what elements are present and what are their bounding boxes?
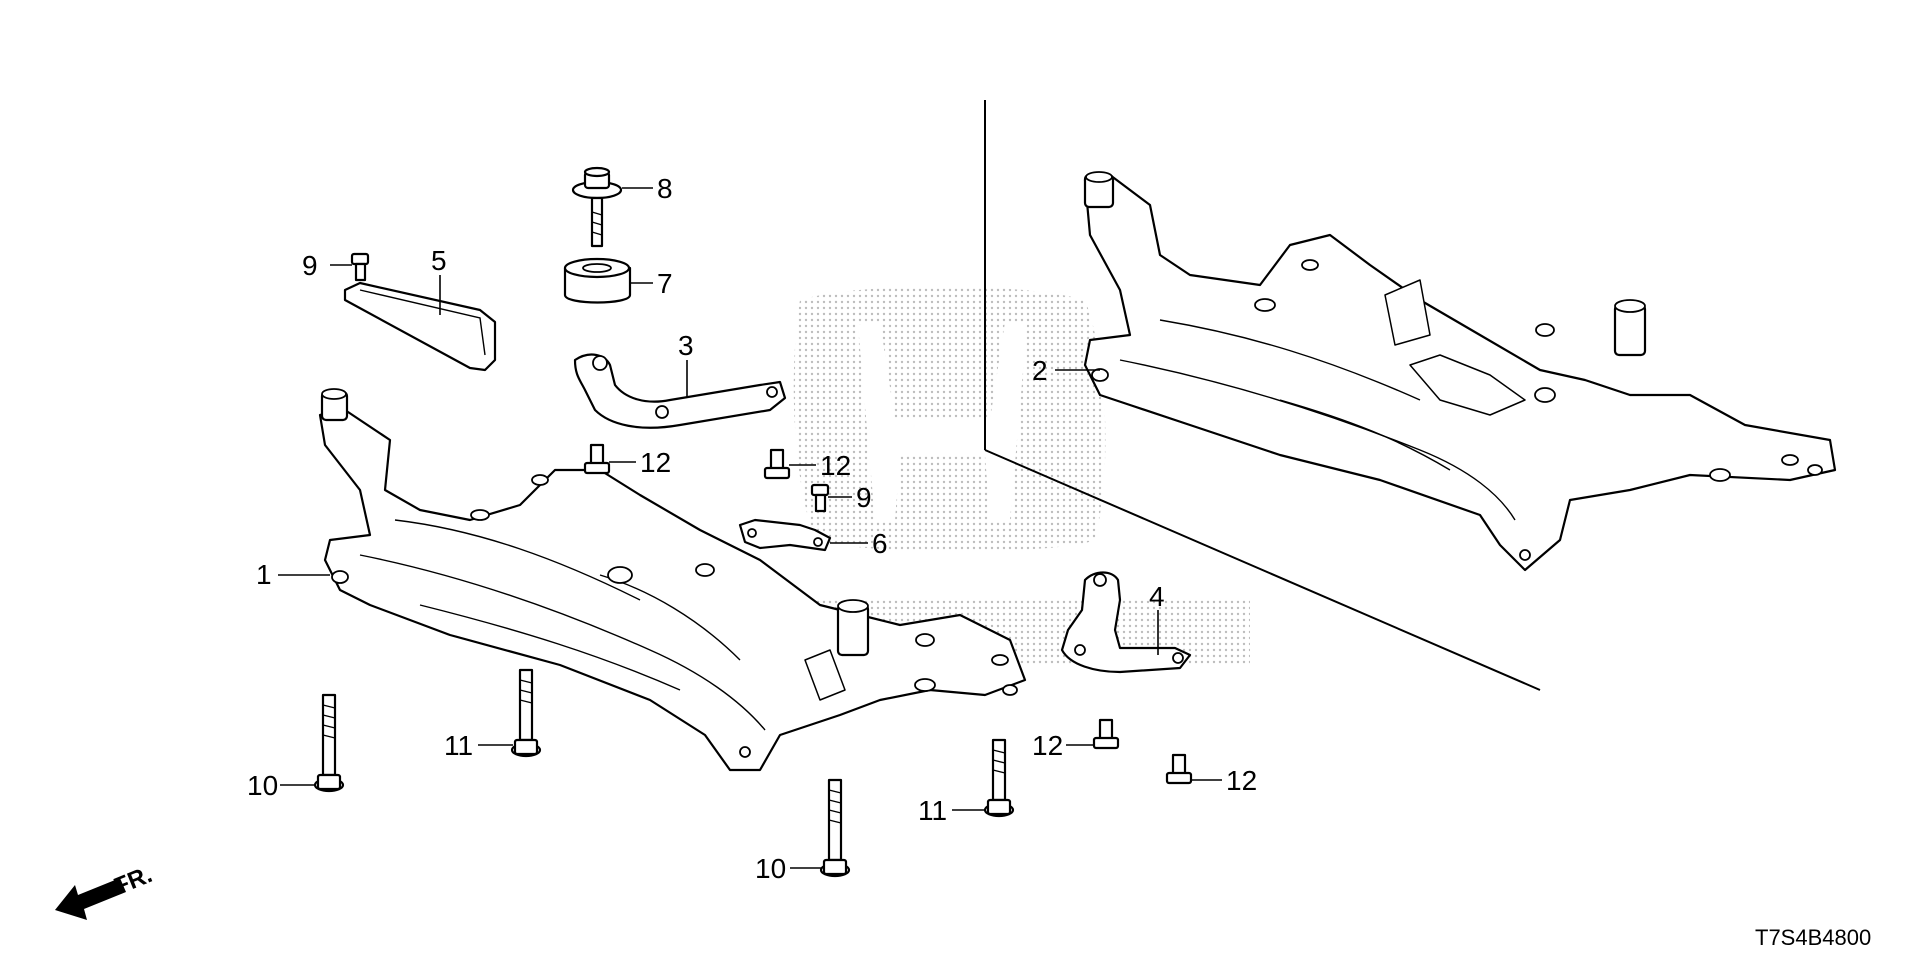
leader-lines <box>278 187 1222 869</box>
divider-lines <box>984 100 1541 691</box>
callout-9-center: 9 <box>856 482 872 513</box>
flange-bolt-part-9-left <box>350 252 370 282</box>
callout-12-d: 12 <box>1226 765 1257 796</box>
callout-5: 5 <box>431 245 447 276</box>
callout-12-a: 12 <box>640 447 671 478</box>
front-subframe-part-2 <box>1083 171 1837 572</box>
callout-10-center: 10 <box>755 853 786 884</box>
bolt-part-11-left <box>510 668 542 758</box>
bolt-part-11-right <box>983 738 1015 818</box>
callout-9-left: 9 <box>302 250 318 281</box>
front-arrow-icon <box>55 878 126 920</box>
bolt-washer-part-8 <box>571 166 623 248</box>
callout-1: 1 <box>256 559 272 590</box>
callout-4: 4 <box>1149 581 1165 612</box>
callout-6: 6 <box>872 528 888 559</box>
callout-3: 3 <box>678 330 694 361</box>
figure-code: T7S4B4800 <box>1755 925 1871 950</box>
bolt-part-12-c <box>1092 718 1120 750</box>
callout-12-c: 12 <box>1032 730 1063 761</box>
bolt-part-12-b <box>763 448 791 480</box>
callout-2: 2 <box>1032 355 1048 386</box>
callout-8: 8 <box>657 173 673 204</box>
stiffener-part-4 <box>1060 571 1192 674</box>
bushing-part-7 <box>563 257 632 304</box>
front-direction-label: FR. <box>110 861 156 901</box>
callout-11-left: 11 <box>444 730 473 761</box>
callout-labels: 1 2 3 4 5 6 7 8 9 9 10 10 11 11 12 12 12… <box>247 173 1257 884</box>
flange-bolt-part-9-center <box>810 483 830 513</box>
bracket-part-6 <box>738 518 832 552</box>
bolt-part-12-d <box>1165 753 1193 785</box>
bolt-part-12-a <box>583 443 611 475</box>
long-bolt-part-10-center <box>819 778 851 878</box>
stiffener-part-3 <box>573 353 787 429</box>
plate-part-5 <box>343 281 497 372</box>
callout-10-left: 10 <box>247 770 278 801</box>
callout-12-b: 12 <box>820 450 851 481</box>
callout-7: 7 <box>657 268 673 299</box>
long-bolt-part-10-left <box>313 693 345 793</box>
front-subframe-part-1 <box>318 388 1027 772</box>
front-direction-indicator: FR. <box>55 861 156 920</box>
callout-11-right: 11 <box>918 795 947 826</box>
